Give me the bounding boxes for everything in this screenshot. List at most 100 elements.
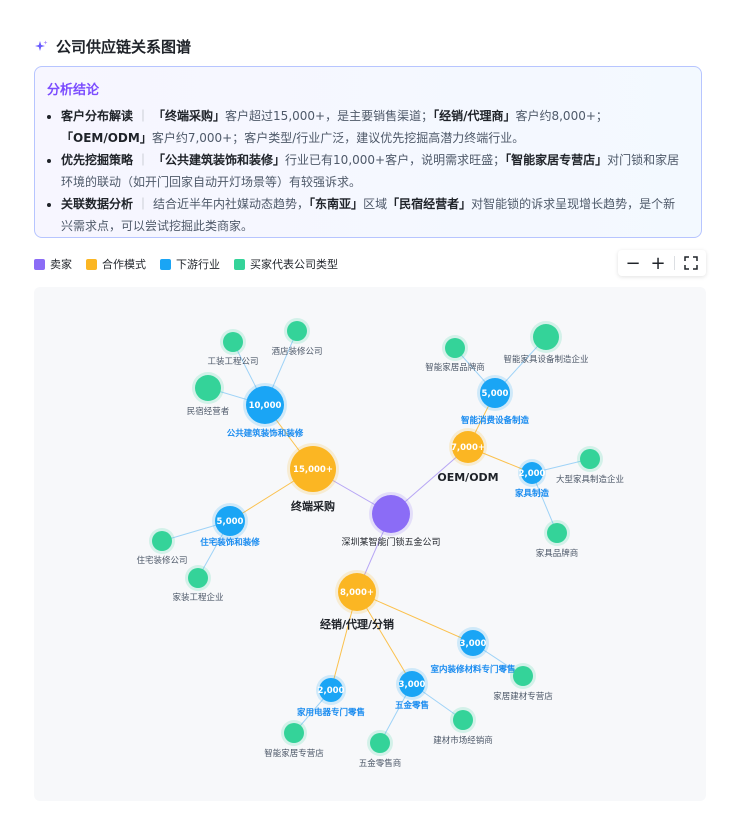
summary-highlight: 「东南亚」 (309, 197, 364, 211)
legend-swatch (86, 258, 97, 270)
graph-node-value: 3,000 (460, 639, 487, 649)
graph-node-circle (521, 462, 543, 484)
graph-node-value: 5,000 (482, 389, 509, 399)
legend-swatch (234, 258, 245, 270)
summary-text: 行业已有10,000+客户，说明需求旺盛； (285, 153, 506, 167)
supply-chain-graph[interactable]: 深圳某智能门锁五金公司 15,000+终端采购 8,000+经销/代理/分销 7,00… (34, 287, 706, 801)
graph-node-circle (287, 321, 307, 341)
graph-canvas[interactable]: 深圳某智能门锁五金公司 15,000+终端采购 8,000+经销/代理/分销 7,00… (34, 287, 706, 801)
graph-node-value: 5,000 (217, 517, 244, 527)
graph-node-label: 家具品牌商 (536, 548, 579, 559)
graph-node-b11[interactable]: 建材市场经销商 (433, 707, 493, 746)
graph-node-circle (223, 332, 243, 352)
summary-heading: 分析结论 (47, 83, 100, 98)
summary-text: 对门锁和家居环境的联动（如开门回家自动开灯场景等）有较强诉求。 (61, 153, 680, 189)
summary-text: 客户超过15,000+，是主要销售渠道； (225, 109, 434, 123)
graph-node-circle (188, 568, 208, 588)
graph-node-b7[interactable]: 智能家具设备制造企业 (503, 321, 589, 365)
fullscreen-icon (684, 256, 698, 270)
graph-node-label: 家用电器专门零售 (297, 707, 365, 718)
graph-edge-m2-i5 (356, 591, 474, 644)
legend-item-industry[interactable]: 下游行业 (160, 256, 220, 272)
graph-node-b4[interactable]: 住宅装修公司 (136, 528, 188, 566)
graph-node-circle (319, 678, 343, 702)
graph-node-circle (215, 506, 245, 536)
graph-toolbar: − + (618, 250, 706, 276)
legend-label: 卖家 (50, 258, 72, 271)
summary-highlight: 「终端采购」 (153, 109, 226, 123)
title-row: 公司供应链关系图谱 (34, 36, 191, 57)
graph-node-b12[interactable]: 五金零售商 (359, 730, 402, 769)
graph-node-label: 住宅装修公司 (136, 555, 187, 566)
legend-swatch (160, 258, 171, 270)
graph-node-value: 2,000 (318, 686, 345, 696)
graph-node-value: 7,000+ (451, 443, 485, 453)
graph-node-b2[interactable]: 酒店装修公司 (271, 318, 323, 357)
graph-node-label: 五金零售 (395, 700, 429, 711)
fullscreen-button[interactable] (682, 254, 700, 272)
zoom-out-button[interactable]: − (625, 252, 641, 274)
graph-node-circle (480, 378, 510, 408)
graph-node-circle (246, 386, 284, 424)
graph-node-label: OEM/ODM (437, 471, 498, 484)
graph-node-b5[interactable]: 家装工程企业 (172, 565, 224, 603)
zoom-in-button[interactable]: + (650, 252, 666, 274)
summary-text: 对智能锁的诉求呈现增长趋势，是个新兴需求点，可以尝试挖掘此类商家。 (61, 197, 676, 233)
graph-node-circle (547, 523, 567, 543)
graph-node-m3[interactable]: 7,000+ OEM/ODM (437, 428, 499, 484)
legend-item-mode[interactable]: 合作模式 (86, 256, 146, 272)
summary-item-label: 优先挖掘策略 (61, 153, 134, 167)
graph-node-label: 室内装修材料专门零售 (430, 664, 515, 675)
summary-item: 客户分布解读｜「终端采购」客户超过15,000+，是主要销售渠道；「经销/代理商… (61, 106, 687, 149)
legend-item-buyer[interactable]: 买家代表公司类型 (234, 256, 338, 272)
graph-node-b13[interactable]: 智能家居专营店 (264, 720, 324, 759)
legend-item-seller[interactable]: 卖家 (34, 256, 72, 272)
graph-node-label: 工装工程公司 (207, 356, 258, 367)
summary-text: 客户约8,000+； (515, 109, 608, 123)
graph-node-circle (338, 573, 376, 611)
summary-item-label: 关联数据分析 (61, 197, 134, 211)
graph-node-label: 民宿经营者 (187, 406, 230, 417)
graph-node-label: 深圳某智能门锁五金公司 (341, 536, 440, 548)
graph-node-label: 五金零售商 (359, 758, 402, 769)
summary-highlight: 「公共建筑装饰和装修」 (153, 153, 286, 167)
summary-text: 客户约7,000+；客户类型/行业广泛，建议优先挖掘高潜力终端行业。 (151, 130, 525, 145)
graph-node-circle (580, 449, 600, 469)
legend-label: 合作模式 (102, 258, 146, 271)
graph-node-value: 8,000+ (340, 588, 374, 598)
legend-label: 买家代表公司类型 (250, 258, 338, 271)
graph-node-i7[interactable]: 2,000 家用电器专门零售 (297, 675, 365, 718)
graph-node-label: 公共建筑装饰和装修 (227, 428, 304, 439)
graph-node-value: 15,000+ (293, 465, 333, 475)
graph-node-value: 3,000 (399, 680, 426, 690)
graph-node-circle (372, 495, 410, 533)
graph-node-m2[interactable]: 8,000+经销/代理/分销 (320, 570, 394, 631)
legend: 卖家 合作模式 下游行业 买家代表公司类型 (34, 256, 338, 272)
legend-label: 下游行业 (176, 258, 220, 271)
graph-node-circle (284, 723, 304, 743)
graph-node-m1[interactable]: 15,000+终端采购 (287, 443, 339, 513)
summary-separator: ｜ (137, 109, 150, 123)
graph-node-label: 智能家居专营店 (264, 748, 324, 759)
graph-node-b8[interactable]: 大型家具制造企业 (556, 446, 624, 485)
summary-item: 优先挖掘策略｜「公共建筑装饰和装修」行业已有10,000+客户，说明需求旺盛；「… (61, 150, 687, 193)
graph-node-seller[interactable]: 深圳某智能门锁五金公司 (341, 492, 441, 548)
graph-node-circle (460, 630, 486, 656)
summary-text: 结合近半年内社媒动态趋势， (153, 197, 310, 211)
graph-node-label: 建材市场经销商 (433, 735, 493, 746)
summary-text: 区域 (363, 197, 388, 211)
graph-node-i5[interactable]: 3,000 室内装修材料专门零售 (430, 627, 516, 675)
graph-node-i6[interactable]: 3,000 五金零售 (395, 668, 429, 711)
graph-node-circle (290, 446, 336, 492)
graph-node-b6[interactable]: 智能家居品牌商 (425, 335, 485, 373)
graph-node-b10[interactable]: 家居建材专营店 (493, 663, 553, 702)
graph-node-b9[interactable]: 家具品牌商 (536, 520, 579, 559)
graph-node-b1[interactable]: 工装工程公司 (207, 329, 259, 367)
summary-separator: ｜ (137, 153, 150, 167)
summary-item-label: 客户分布解读 (61, 109, 134, 123)
graph-node-b3[interactable]: 民宿经营者 (187, 372, 230, 417)
